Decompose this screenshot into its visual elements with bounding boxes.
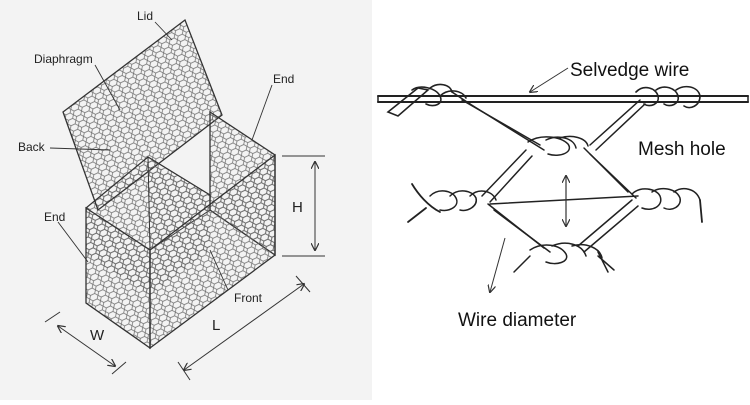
end-panel-left xyxy=(85,206,151,350)
label-end-left: End xyxy=(44,210,65,224)
label-wire-diameter: Wire diameter xyxy=(458,310,577,331)
label-length: L xyxy=(212,317,220,334)
gabion-box xyxy=(62,18,276,350)
leader-lines-right xyxy=(490,67,569,292)
label-diaphragm: Diaphragm xyxy=(34,52,93,66)
twist-top-left xyxy=(386,83,471,117)
label-end-right: End xyxy=(273,72,294,86)
label-mesh-hole: Mesh hole xyxy=(638,139,726,160)
label-lid: Lid xyxy=(137,9,153,23)
label-front: Front xyxy=(234,291,263,305)
label-width: W xyxy=(90,327,105,344)
dimension-length xyxy=(177,275,311,381)
lid-panel xyxy=(62,18,223,212)
mesh-detail xyxy=(377,83,749,273)
label-back: Back xyxy=(18,140,46,154)
label-height: H xyxy=(292,199,303,216)
twist-top-right xyxy=(635,85,701,109)
mesh-wires xyxy=(407,99,703,273)
selvedge-wire xyxy=(377,95,749,103)
label-selvedge-wire: Selvedge wire xyxy=(570,60,689,81)
dimension-height xyxy=(282,155,325,257)
dimension-width xyxy=(44,311,127,375)
